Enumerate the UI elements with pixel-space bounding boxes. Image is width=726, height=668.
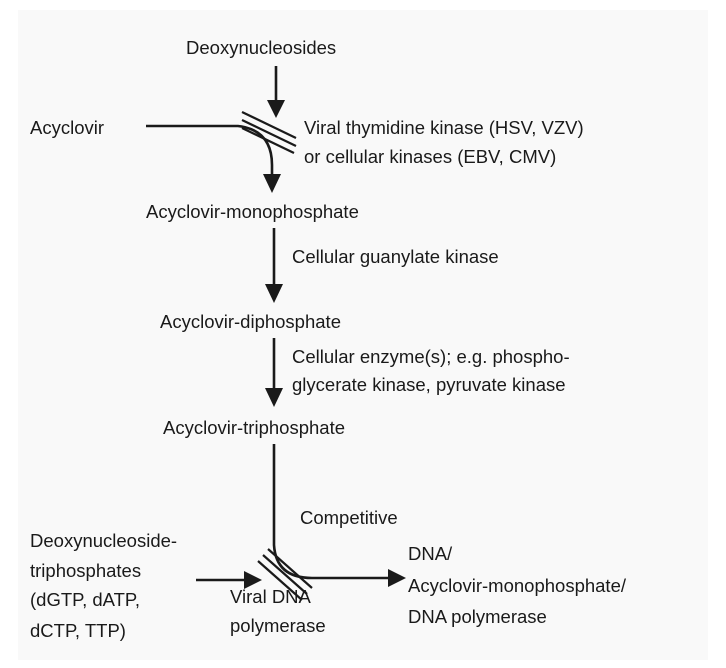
label-substrate-1: Deoxynucleoside-	[30, 530, 177, 551]
label-monophosphate: Acyclovir-monophosphate	[146, 201, 359, 222]
arrow-deoxynucleosides	[267, 66, 285, 118]
label-diphosphate: Acyclovir-diphosphate	[160, 311, 341, 332]
label-product-2: Acyclovir-monophosphate/	[408, 575, 627, 596]
arrow-tri-to-product	[272, 444, 406, 587]
label-polymerase-2: polymerase	[230, 615, 326, 636]
label-step3-enzyme-2: glycerate kinase, pyruvate kinase	[292, 374, 566, 395]
arrow-substrates-to-polymerase	[196, 571, 262, 589]
label-step1-enzyme-2: or cellular kinases (EBV, CMV)	[304, 146, 556, 167]
label-step1-enzyme-1: Viral thymidine kinase (HSV, VZV)	[304, 117, 584, 138]
inhibition-hatch-polymerase	[257, 548, 313, 601]
label-substrate-2: triphosphates	[30, 560, 141, 581]
label-product-3: DNA polymerase	[408, 606, 547, 627]
label-substrate-3: (dGTP, dATP,	[30, 589, 140, 610]
label-step3-enzyme-1: Cellular enzyme(s); e.g. phospho-	[292, 346, 570, 367]
label-deoxynucleosides: Deoxynucleosides	[186, 37, 336, 58]
diagram-background	[18, 10, 708, 660]
label-triphosphate: Acyclovir-triphosphate	[163, 417, 345, 438]
inhibition-hatch-kinase	[241, 111, 297, 154]
label-competitive: Competitive	[300, 507, 398, 528]
arrow-mono-to-di	[265, 228, 283, 303]
label-substrate-4: dCTP, TTP)	[30, 620, 126, 641]
label-product-1: DNA/	[408, 543, 453, 564]
label-step2-enzyme: Cellular guanylate kinase	[292, 246, 499, 267]
arrow-di-to-tri	[265, 338, 283, 407]
label-polymerase-1: Viral DNA	[230, 586, 312, 607]
label-acyclovir: Acyclovir	[30, 117, 104, 138]
